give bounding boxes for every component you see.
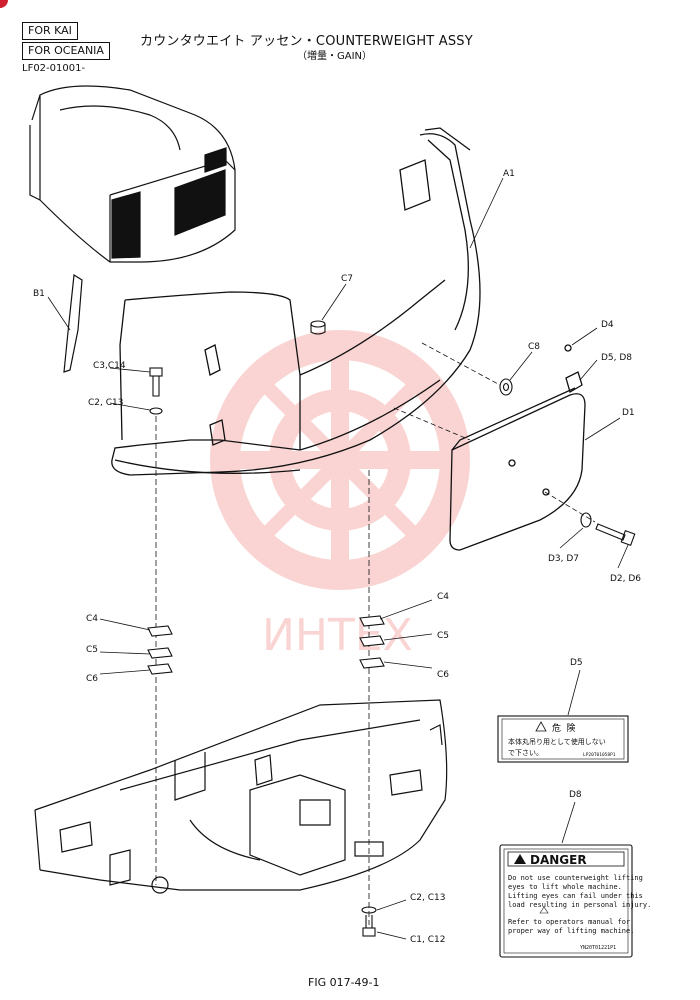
page-subtitle: （増量・GAIN） xyxy=(297,51,373,62)
bolt-d2 xyxy=(595,523,636,547)
serial-range: LF02-01001- xyxy=(22,63,86,74)
caution-triangle-icon xyxy=(539,906,549,914)
decal-d5-line1: 本体丸吊り用として使用しない xyxy=(508,737,606,746)
label-d4: D4 xyxy=(601,320,614,330)
page-title: カウンタウエイト アッセン・COUNTERWEIGHT ASSY xyxy=(140,34,473,49)
decal-d8: DANGER Do not use counterweight lifting … xyxy=(499,844,651,958)
decal-d8-line5: Refer to operators manual for xyxy=(508,918,630,926)
bolt-c3 xyxy=(149,367,163,397)
label-d1: D1 xyxy=(622,408,635,418)
washer-c8 xyxy=(499,378,513,396)
label-c4-right: C4 xyxy=(437,592,449,602)
label-c1-c12: C1, C12 xyxy=(410,935,445,945)
label-c2-c13-top: C2, C13 xyxy=(88,398,123,408)
label-d2-d6: D2, D6 xyxy=(610,574,641,584)
watermark-gear xyxy=(210,330,470,590)
washer-d3 xyxy=(580,512,592,528)
label-d3-d7: D3, D7 xyxy=(548,554,579,564)
shims-right xyxy=(359,615,385,669)
bracket-b1 xyxy=(63,273,83,373)
decal-d8-line6: proper way of lifting machine. xyxy=(508,927,634,935)
label-d5-d8: D5, D8 xyxy=(601,353,632,363)
shims-left xyxy=(147,625,173,675)
decal-d8-line3: Lifting eyes can fail under this xyxy=(508,892,643,900)
machine-frame xyxy=(34,699,448,894)
bolt-c1-bottom xyxy=(361,906,377,937)
warning-triangle-icon xyxy=(535,721,547,732)
cap-c7 xyxy=(310,320,326,335)
label-d8: D8 xyxy=(569,790,582,800)
counterweight-body xyxy=(111,127,481,476)
label-c6-right: C6 xyxy=(437,670,449,680)
label-c4-left: C4 xyxy=(86,614,98,624)
figure-number: FIG 017-49-1 xyxy=(308,976,380,989)
label-b1: B1 xyxy=(33,289,45,299)
decal-d8-heading: DANGER xyxy=(530,853,587,867)
label-a1: A1 xyxy=(503,169,515,179)
decal-d8-line2: eyes to lift whole machine. xyxy=(508,883,622,891)
decal-d5-line2: で下さい。 xyxy=(508,749,543,757)
label-c3-c14: C3,C14 xyxy=(93,361,126,371)
tag-for-kai: FOR KAI xyxy=(22,22,78,40)
label-c8: C8 xyxy=(528,342,540,352)
watermark-text: ИНТЕХ xyxy=(262,610,413,661)
decal-d5-heading: 危 険 xyxy=(552,722,575,734)
tag-for-oceania: FOR OCEANIA xyxy=(22,42,110,60)
label-c6-left: C6 xyxy=(86,674,98,684)
danger-triangle-icon xyxy=(514,854,526,864)
part-labels: A1 B1 C7 C8 C3,C14 C2, C13 D4 D5, D8 D1 … xyxy=(33,169,641,945)
side-weight-d1 xyxy=(449,344,586,551)
label-d5: D5 xyxy=(570,658,583,668)
machine-thumbnail xyxy=(29,85,236,263)
label-c2-c13-bottom: C2, C13 xyxy=(410,893,445,903)
label-c5-left: C5 xyxy=(86,645,98,655)
leader-lines xyxy=(47,177,629,940)
decal-d5-code: LP20T01058P1 xyxy=(583,752,616,758)
corner-marker xyxy=(0,0,8,8)
decal-d8-code: YN20T01221P1 xyxy=(580,945,616,951)
decal-d5: 危 険 本体丸吊り用として使用しない で下さい。 LP20T01058P1 xyxy=(497,715,629,763)
label-c5-right: C5 xyxy=(437,631,449,641)
decal-d8-line1: Do not use counterweight lifting xyxy=(508,874,643,882)
label-c7: C7 xyxy=(341,274,353,284)
washer-c2-top xyxy=(149,407,163,415)
decal-d8-line4: load resulting in personal injury. xyxy=(508,901,651,909)
